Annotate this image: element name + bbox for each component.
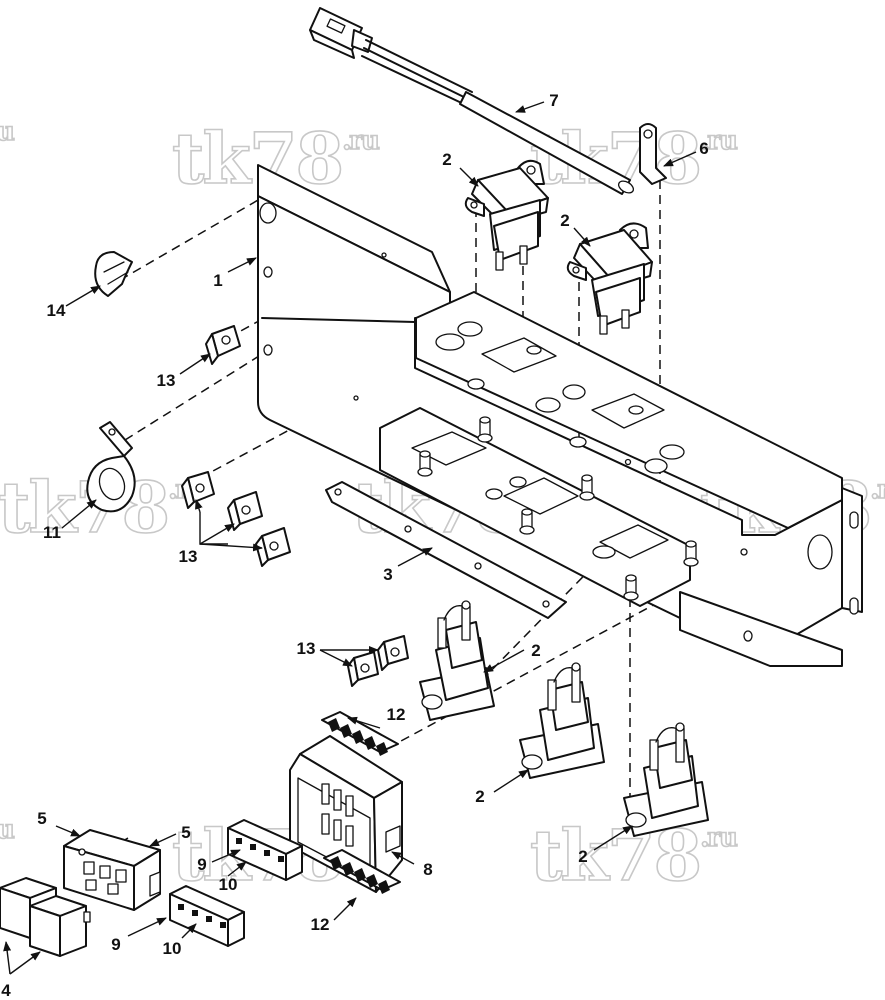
harness-connector <box>309 7 635 195</box>
mounting-plate <box>379 407 748 607</box>
top-solenoid-2 <box>566 222 653 335</box>
relay-2 <box>29 895 91 957</box>
ground-tab <box>639 123 667 185</box>
callout-10-lower: 10 <box>163 939 182 958</box>
callout-13-top: 13 <box>157 371 176 390</box>
breaker-block-lower <box>169 885 245 947</box>
clip-nut-mid-1 <box>181 471 215 509</box>
callout-2-lower-2: 2 <box>475 787 484 806</box>
bottom-solenoid-1 <box>419 600 495 721</box>
callout-7: 7 <box>549 91 558 110</box>
bottom-solenoid-3 <box>623 722 709 837</box>
callout-13-low: 13 <box>297 639 316 658</box>
callout-1: 1 <box>213 271 222 290</box>
callout-13-mid: 13 <box>179 547 198 566</box>
p-clamp <box>86 421 136 513</box>
clip-nut-low-2 <box>347 651 379 687</box>
callout-4: 4 <box>1 981 11 1000</box>
callout-labels: 1 2 2 2 2 2 3 4 5 5 6 7 8 9 9 10 10 11 1… <box>1 91 708 1000</box>
clip-nut-low-1 <box>377 635 409 671</box>
studs <box>417 416 699 601</box>
callout-9-upper: 9 <box>197 855 206 874</box>
callout-6: 6 <box>699 139 708 158</box>
watermark-edge-2: u <box>0 815 15 845</box>
main-bracket <box>257 164 863 667</box>
callout-5-left: 5 <box>37 809 46 828</box>
callout-2-top-left: 2 <box>442 150 451 169</box>
callout-2-lower-1: 2 <box>531 641 540 660</box>
callout-2-lower-3: 2 <box>578 847 587 866</box>
watermark-3: tk78.ru <box>0 466 206 549</box>
callout-5-right: 5 <box>181 823 190 842</box>
clip-nut-top <box>205 325 241 365</box>
clip-nut-mid-3 <box>255 527 291 567</box>
terminal-strip-top <box>321 711 399 756</box>
fuse-slots <box>321 783 354 847</box>
callout-10-upper: 10 <box>219 875 238 894</box>
bottom-solenoid-2 <box>519 662 605 779</box>
breaker-block-upper <box>227 819 303 881</box>
callout-11: 11 <box>43 523 61 542</box>
cable-tie-clip <box>94 251 133 297</box>
watermark-1: tk78.ru <box>172 117 380 200</box>
terminal-strip-bottom <box>323 849 401 894</box>
callout-3: 3 <box>383 565 392 584</box>
gasket-strip <box>325 481 567 619</box>
callout-12-upper: 12 <box>387 705 406 724</box>
relay-socket <box>63 829 161 911</box>
callout-12-lower: 12 <box>311 915 330 934</box>
leader-lines <box>3 101 697 975</box>
callout-8: 8 <box>423 860 432 879</box>
callout-14: 14 <box>47 301 66 320</box>
top-solenoid-1 <box>464 159 549 271</box>
clip-nut-mid-2 <box>227 491 263 531</box>
watermark-edge-1: u <box>0 117 15 147</box>
callout-2-top-right: 2 <box>560 211 569 230</box>
top-plate <box>415 291 843 529</box>
callout-9-lower: 9 <box>111 935 120 954</box>
